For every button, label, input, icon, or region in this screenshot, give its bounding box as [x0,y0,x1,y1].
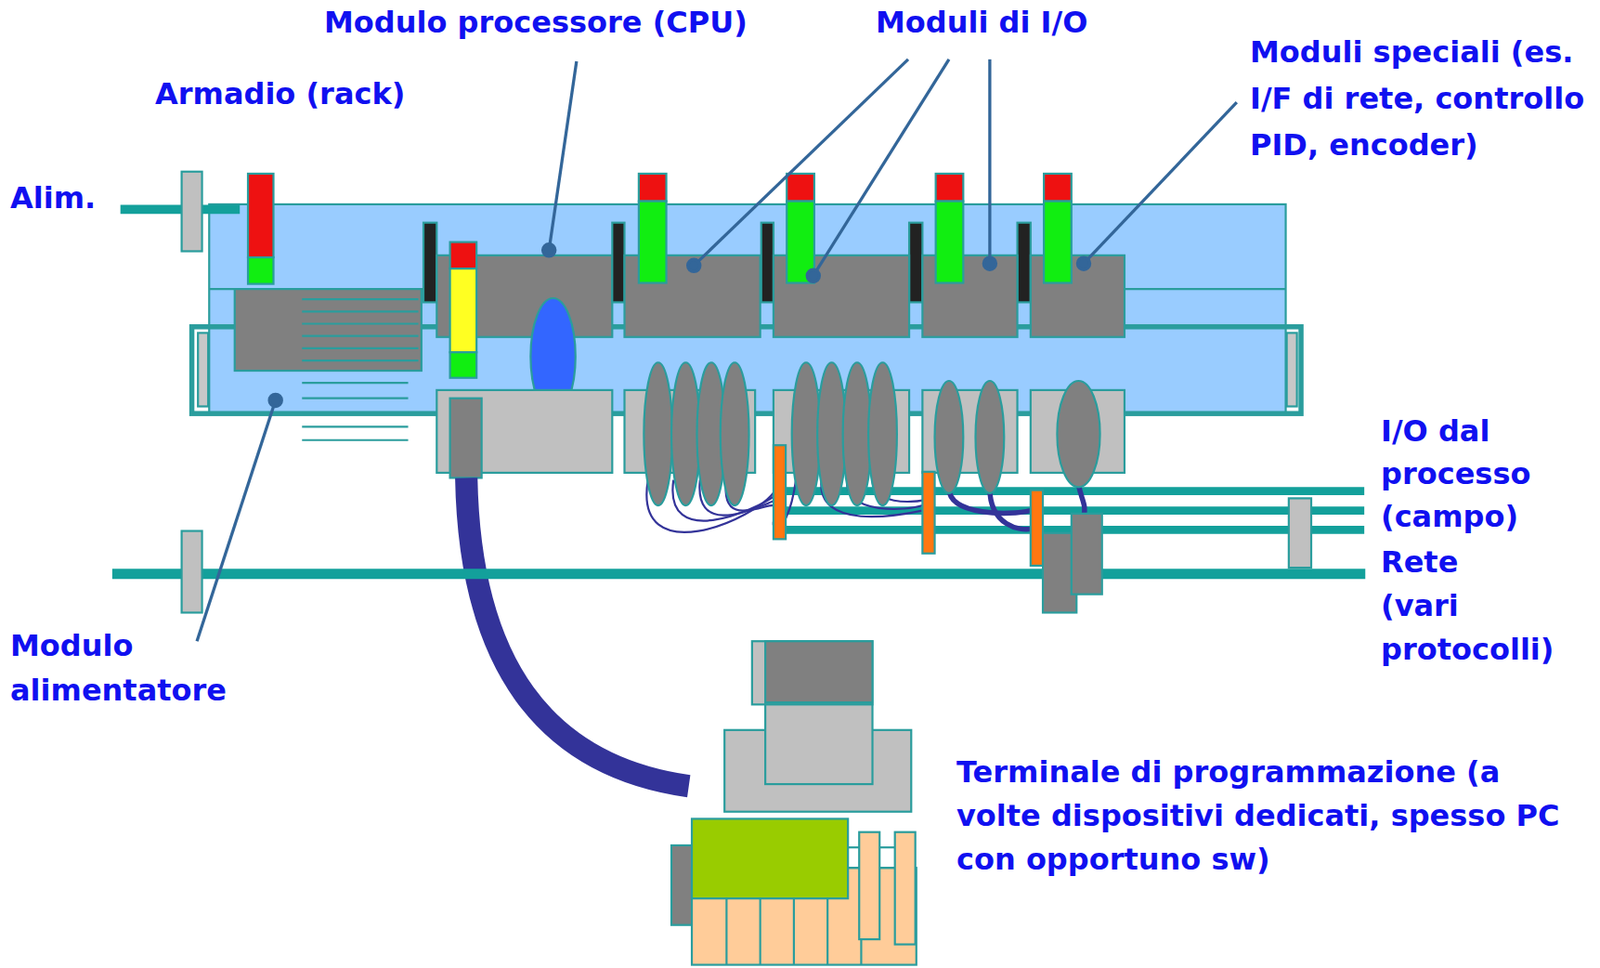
post [182,531,203,613]
callout-label: Modulo processore (CPU) [324,3,748,41]
network-line [112,568,1366,579]
leader-lines [196,59,1237,641]
power-module [234,173,422,441]
callout-label: Moduli speciali (es. I/F di rete, contro… [1249,28,1589,169]
rack [192,204,1301,414]
callout-label: Alim. [10,179,96,217]
post [1288,497,1312,568]
connectors [643,362,1102,612]
programming-cable [466,477,690,786]
wire [1078,484,1085,516]
callout-label: Terminale di programmazione (a volte dis… [956,750,1584,882]
callout-label: Armadio (rack) [155,75,405,113]
wire [989,487,1031,529]
programming-terminal [671,640,917,964]
post [182,171,203,252]
callout-label: I/O dal processo (campo) [1380,409,1572,538]
callout-label: Moduli di I/O [875,3,1088,41]
callout-label: Rete (vari protocolli) [1380,540,1593,672]
power-line [120,204,241,214]
cpu-module [423,222,612,479]
callout-label: Modulo alimentatore [10,623,289,713]
